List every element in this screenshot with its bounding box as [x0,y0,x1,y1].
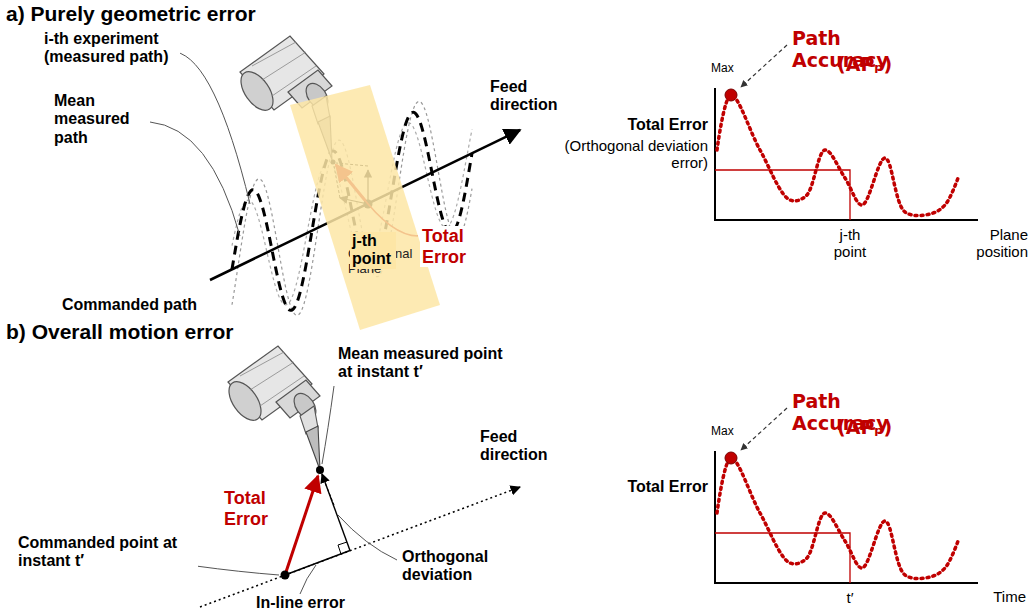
panel-title: b) Overall motion error [4,320,304,344]
leader-lines [196,386,397,594]
chart-axes [715,451,978,583]
axis-tick-label: j-th point [822,226,878,261]
plane-shape [290,85,442,333]
error-curve [717,95,958,216]
axis-label: (Orthogonal deviation error) [562,137,710,172]
metric-symbol: (APₚ) [835,54,925,76]
error-component-label: In-line error [254,594,374,612]
panel-title: a) Purely geometric error [4,2,304,26]
error-curves [717,95,958,579]
point-label: Commanded point at instant t′ [16,534,198,571]
direction-label: Feed direction [478,428,558,465]
point-label: j-th point [350,232,396,269]
axis-label: Total Error [568,116,710,134]
axis-label: Total Error [568,478,710,496]
metric-symbol: (APₚ) [835,417,925,439]
error-component-label: Orthogonal deviation [400,548,515,585]
max-dot [725,452,737,464]
error-label: Total Error [420,226,484,267]
plane-band: Orthogonal Plane [290,85,442,333]
axis-tick-label: t′ [836,589,864,606]
error-label: Total Error [222,488,284,529]
path-label: Commanded path [60,296,210,314]
point-label: Mean measured point at instant t′ [336,345,511,382]
max-label: Max [709,425,743,439]
leader-lines [150,52,250,236]
feed-line [200,487,520,607]
path-label: i-th experiment (measured path) [42,30,180,67]
robot-tool [223,346,321,470]
axis-label: Plane position [954,226,1030,261]
chart-axes [715,88,978,220]
path-label: Mean measured path [52,92,150,147]
axis-label: Time [956,588,1028,605]
error-vectors [281,466,351,580]
max-label: Max [709,62,743,76]
direction-label: Feed direction [488,78,568,115]
error-curve [717,458,958,579]
